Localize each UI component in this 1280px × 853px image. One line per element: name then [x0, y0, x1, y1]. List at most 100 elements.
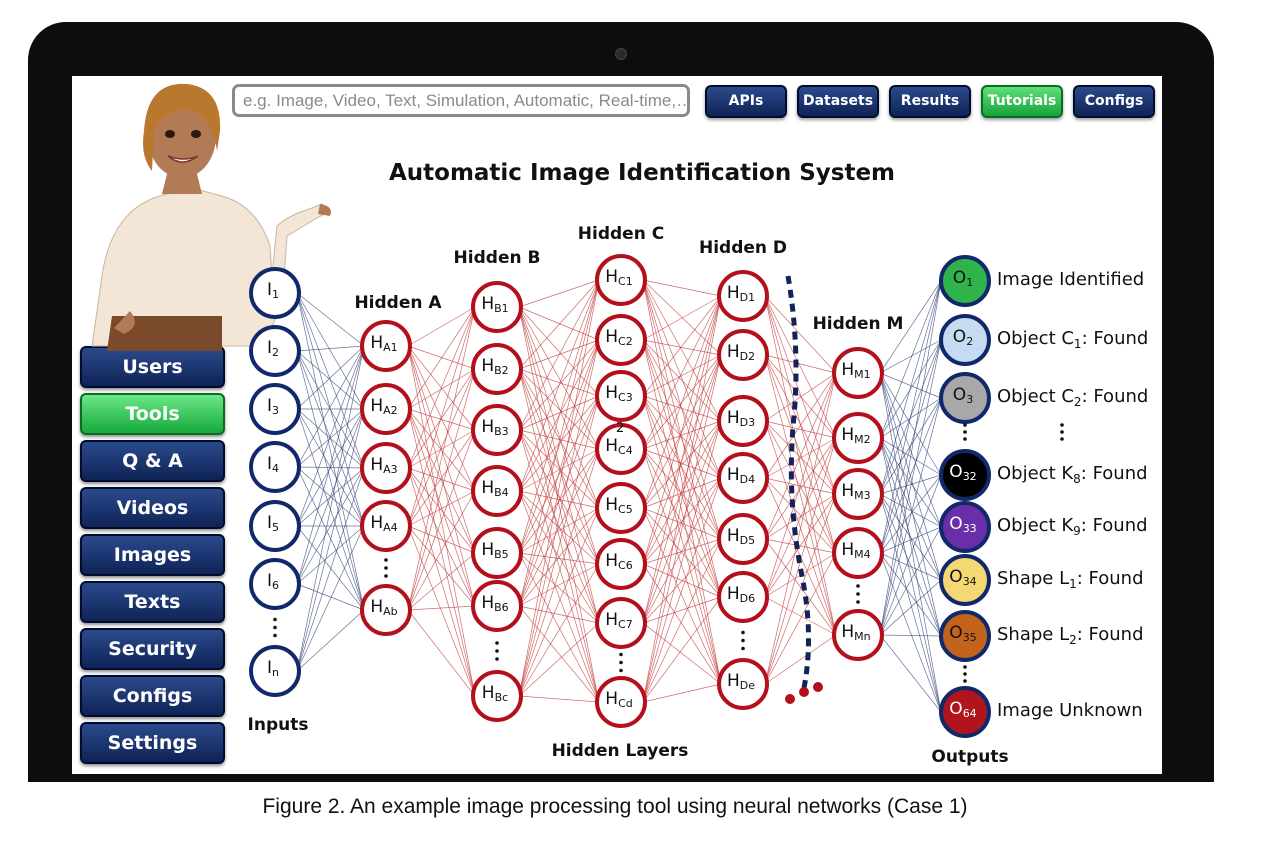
side-nav-security-button[interactable]: Security: [80, 628, 225, 670]
node-label: HDe: [727, 671, 755, 692]
connection-edge: [407, 467, 476, 492]
connection-edge: [642, 420, 722, 624]
connection-edge: [642, 420, 722, 509]
connection-edge: [296, 525, 365, 585]
connection-edge: [518, 306, 600, 450]
ellipsis-dot-icon: [741, 630, 745, 635]
hidden-node: [360, 320, 412, 372]
output-node-label: O33: [949, 514, 976, 535]
ellipsis-dot-icon: [856, 600, 860, 604]
connection-edge: [879, 552, 942, 637]
connection-edge: [518, 429, 600, 565]
connection-edge: [879, 339, 942, 439]
ellipsis-dot-icon: [495, 649, 499, 653]
hidden-layers-label: Hidden Layers: [552, 741, 689, 761]
output-result-label: Object C1: Found: [997, 328, 1148, 351]
connection-edge: [296, 466, 365, 611]
connection-edge: [407, 306, 476, 410]
connection-edge: [642, 477, 722, 703]
node-label: HCd: [605, 689, 632, 710]
connection-edge: [642, 395, 722, 422]
output-node: [939, 372, 991, 424]
node-label: HC3: [605, 383, 632, 404]
connection-edge: [518, 490, 600, 509]
connection-edge: [407, 306, 476, 527]
connection-edge: [518, 339, 600, 554]
connection-edge: [879, 397, 942, 636]
diagram-title: Automatic Image Identification System: [388, 160, 896, 186]
connection-edge: [296, 408, 365, 468]
connection-edge: [518, 605, 600, 703]
hidden-node: [595, 423, 647, 475]
connection-edge: [642, 448, 722, 540]
node-label: HM4: [841, 540, 870, 561]
hidden-node: [471, 404, 523, 456]
top-nav-results-button[interactable]: Results: [889, 85, 971, 118]
connection-edge: [296, 350, 365, 410]
connection-edge: [407, 525, 476, 697]
connection-edge: [518, 448, 600, 697]
webcam-icon: [615, 48, 627, 60]
connection-edge: [879, 474, 942, 636]
connection-edge: [407, 429, 476, 527]
output-node: [939, 554, 991, 606]
connection-edge: [296, 408, 365, 585]
ellipsis-dot-icon: [384, 558, 388, 562]
node-label: HM2: [841, 425, 870, 446]
ellipsis-dot-icon: [963, 423, 967, 427]
connection-edge: [764, 354, 837, 495]
top-nav-tutorials-button[interactable]: Tutorials: [981, 85, 1063, 118]
top-nav-apis-button[interactable]: APIs: [705, 85, 787, 118]
connection-edge: [764, 372, 837, 422]
hidden-node: [360, 584, 412, 636]
side-nav-images-button[interactable]: Images: [80, 534, 225, 576]
connection-edge: [296, 345, 365, 468]
connection-edge: [407, 552, 476, 611]
hidden-node: [595, 370, 647, 422]
output-node: [939, 449, 991, 501]
hidden-node: [832, 347, 884, 399]
connection-edge: [879, 339, 942, 374]
connection-edge: [879, 372, 942, 713]
side-nav-q-a-button[interactable]: Q & A: [80, 440, 225, 482]
side-nav-videos-button[interactable]: Videos: [80, 487, 225, 529]
connection-edge: [518, 279, 600, 697]
side-nav-configs-button[interactable]: Configs: [80, 675, 225, 717]
search-input[interactable]: e.g. Image, Video, Text, Simulation, Aut…: [232, 84, 690, 117]
connection-edge: [407, 429, 476, 469]
connection-edge: [879, 437, 942, 581]
connection-edge: [642, 420, 722, 565]
connection-edge: [296, 345, 365, 672]
connection-edge: [296, 467, 365, 672]
side-nav-settings-button[interactable]: Settings: [80, 722, 225, 764]
connection-edge: [407, 368, 476, 611]
ellipsis-dot-icon: [741, 638, 745, 643]
output-node: [939, 686, 991, 738]
ellipsis-dot-icon: [963, 679, 967, 683]
connection-edge: [296, 292, 365, 611]
ellipsis-dot-icon: [384, 574, 388, 578]
connection-edge: [518, 368, 600, 450]
connection-edge: [407, 490, 476, 611]
connection-edge: [879, 634, 942, 713]
side-nav-texts-button[interactable]: Texts: [80, 581, 225, 623]
connection-edge: [407, 408, 476, 697]
node-label: HD3: [727, 408, 755, 429]
node-label: HB1: [481, 294, 508, 315]
node-label: HA3: [370, 455, 397, 476]
connection-edge: [407, 605, 476, 611]
node-label: HB5: [481, 540, 508, 561]
top-nav-configs-button[interactable]: Configs: [1073, 85, 1155, 118]
connection-edge: [296, 345, 365, 585]
node-label: HA4: [370, 513, 397, 534]
connection-edge: [407, 368, 476, 527]
connection-edge: [407, 429, 476, 611]
output-node: [939, 501, 991, 553]
connection-edge: [879, 634, 942, 637]
side-nav-tools-button[interactable]: Tools: [80, 393, 225, 435]
top-nav-datasets-button[interactable]: Datasets: [797, 85, 879, 118]
connection-edge: [407, 368, 476, 469]
connection-edge: [764, 295, 837, 439]
connection-edge: [642, 295, 722, 565]
connection-edge: [879, 372, 942, 476]
